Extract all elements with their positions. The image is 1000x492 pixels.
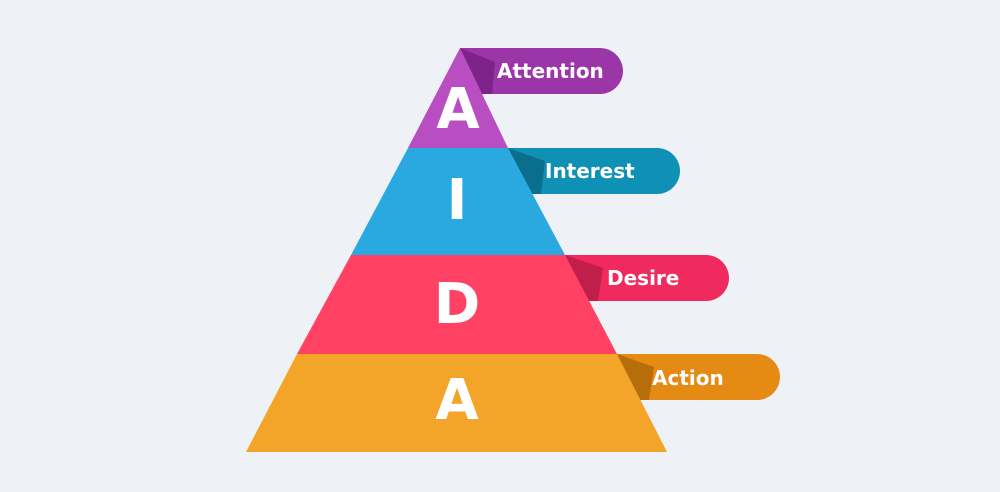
stage-action-tab-fold	[617, 354, 654, 400]
stage-attention-letter: A	[436, 77, 480, 142]
stage-attention-label: Attention	[497, 59, 604, 83]
stage-action-layer	[246, 354, 667, 452]
stage-action-label: Action	[652, 366, 724, 390]
stage-desire-layer	[297, 255, 617, 354]
stage-action-letter: A	[435, 368, 479, 433]
stage-interest-layer	[351, 148, 565, 255]
stage-attention-layer	[408, 48, 508, 148]
stage-action: Action A	[246, 354, 780, 452]
stage-interest-tab-fold	[508, 148, 545, 194]
stage-desire-tab-fold	[565, 255, 603, 301]
stage-desire: Desire D	[297, 255, 729, 354]
stage-interest-label-tab	[508, 148, 680, 194]
stage-attention-tab-fold	[460, 48, 495, 94]
stage-interest: Interest I	[351, 148, 680, 255]
stage-desire-letter: D	[434, 272, 480, 337]
stage-attention-label-tab	[460, 48, 623, 94]
stage-desire-label: Desire	[607, 266, 679, 290]
stage-desire-label-tab	[565, 255, 729, 301]
stage-interest-label: Interest	[545, 159, 635, 183]
stage-attention: Attention A	[408, 48, 623, 148]
stage-action-label-tab	[617, 354, 780, 400]
stage-interest-letter: I	[447, 168, 468, 233]
